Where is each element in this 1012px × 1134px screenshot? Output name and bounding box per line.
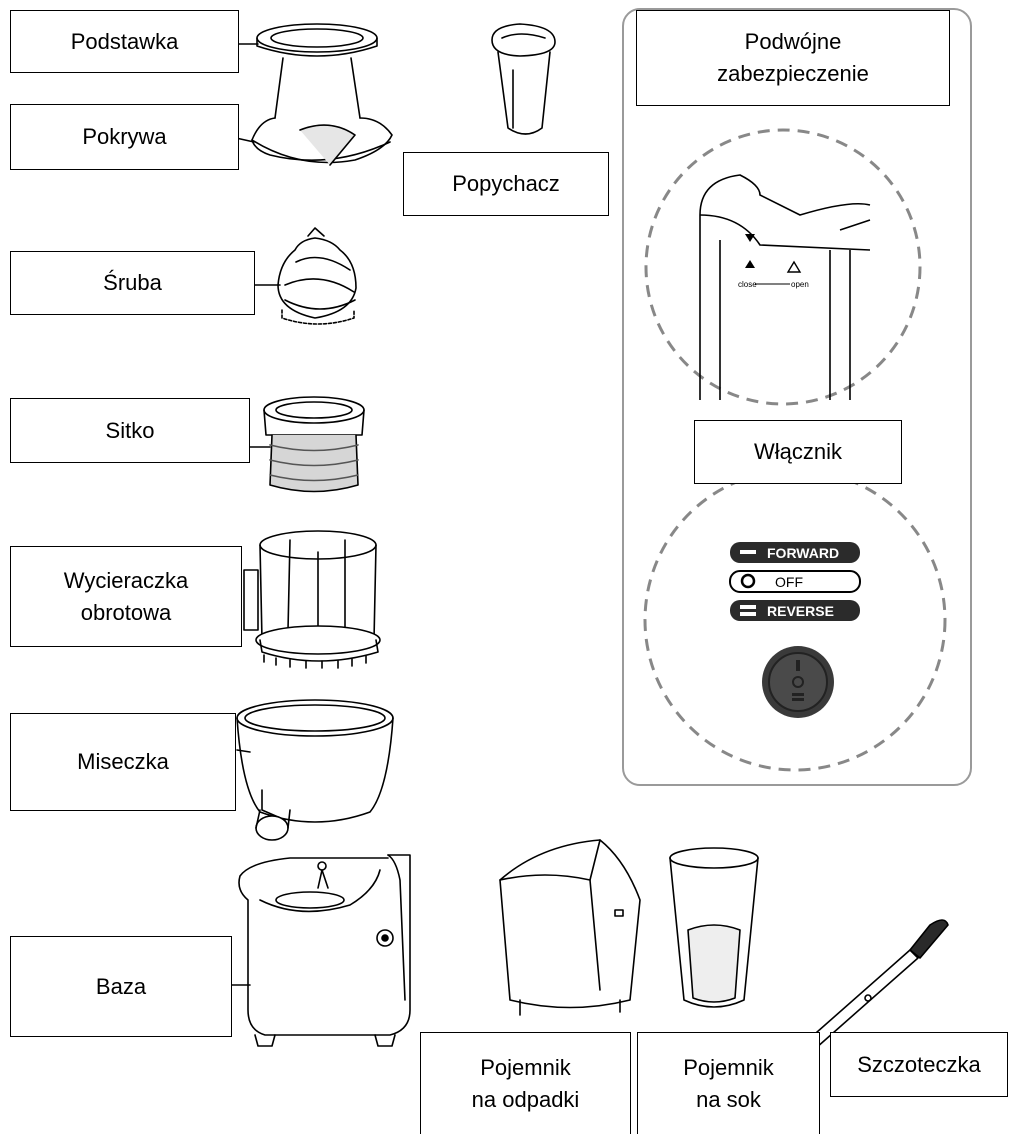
label-text-line1: Pojemnik [683,1054,774,1080]
pusher-drawing [491,23,556,135]
off-legend: OFF [775,574,803,590]
label-szczoteczka: Szczoteczka [830,1032,1008,1097]
label-wycieraczka-obrotowa: Wycieraczka obrotowa [10,546,242,647]
hopper-lid-drawing [235,23,393,166]
base-drawing [231,854,411,1047]
juice-container-drawing [669,847,759,1008]
label-text: Popychacz [452,171,560,197]
label-sitko: Sitko [10,398,250,463]
label-pokrywa: Pokrywa [10,104,239,170]
label-text: Włącznik [753,439,842,465]
pulp-container-drawing [499,839,641,1016]
forward-legend: FORWARD [767,545,839,561]
label-text: Sitko [105,417,155,443]
label-text-line2: obrotowa [80,599,172,625]
label-popychacz: Popychacz [403,152,609,216]
label-text-line1: Wycieraczka [63,567,189,593]
label-baza: Baza [10,936,232,1037]
label-text-line1: Podwójne [744,29,842,55]
label-text: Miseczka [77,749,169,775]
label-pojemnik-na-odpadki: Pojemnik na odpadki [420,1032,631,1134]
label-text-line2: na sok [696,1086,761,1112]
label-pojemnik-na-sok: Pojemnik na sok [637,1032,820,1134]
close-mark: close [738,280,757,289]
label-text-line1: Pojemnik [480,1054,571,1080]
reverse-legend: REVERSE [767,603,834,619]
label-sruba: Śruba [10,251,255,315]
label-podwojne-zabezpieczenie: Podwójne zabezpieczenie [636,10,950,106]
label-wlacznik: Włącznik [694,420,902,484]
bowl-drawing [236,699,394,841]
label-text: Śruba [103,270,162,296]
safety-panel [622,8,972,786]
label-podstawka: Podstawka [10,10,239,73]
power-switch-detail [643,468,947,772]
strainer-drawing [249,396,365,493]
cleaning-brush-drawing [807,919,949,1049]
auger-drawing [254,227,357,325]
label-miseczka: Miseczka [10,713,236,811]
label-text: Pokrywa [82,124,167,150]
label-text: Szczoteczka [857,1051,981,1077]
open-mark: open [791,280,809,289]
label-text: Podstawka [70,28,179,54]
label-text-line2: zabezpieczenie [717,61,869,86]
rotating-brush-drawing [243,530,381,669]
safety-lock-detail [644,128,922,406]
label-text: Baza [95,973,147,999]
label-text-line2: na odpadki [471,1086,580,1112]
